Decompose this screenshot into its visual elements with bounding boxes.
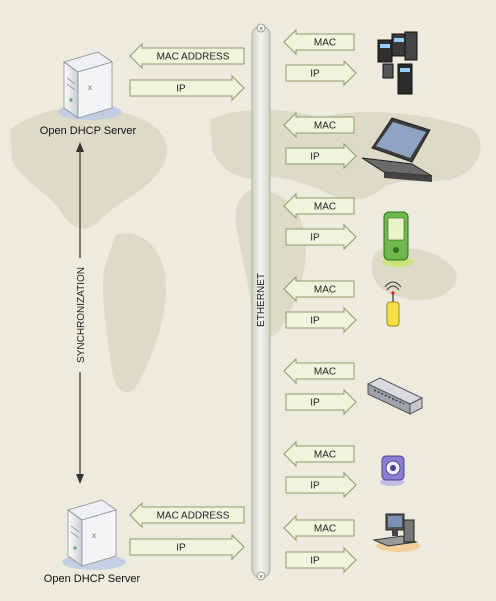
client-3-mac-arrow: MAC (283, 192, 355, 220)
server-rack-icon (377, 31, 418, 95)
svg-text:x: x (88, 83, 92, 92)
client-5-mac-arrow: MAC (283, 357, 355, 385)
dhcp-server-2-label: Open DHCP Server (44, 573, 141, 585)
dhcp-server-1-label: Open DHCP Server (40, 125, 137, 137)
ethernet-bus: × × ETHERNET (251, 23, 271, 581)
server-2-ip-arrow-label: IP (176, 543, 186, 554)
dhcp-server-1: x (58, 51, 122, 120)
client-7-ip-arrow: IP (285, 546, 357, 574)
client-4-mac-arrow-label: MAC (314, 285, 336, 296)
server-2-mac-arrow: MAC ADDRESS (129, 501, 245, 529)
wireless-access-point-icon (384, 281, 402, 327)
client-2-ip-arrow-label: IP (310, 152, 320, 163)
client-5-ip-arrow-label: IP (310, 398, 320, 409)
pda-icon (382, 211, 414, 267)
client-1-mac-arrow: MAC (283, 28, 355, 56)
client-1-ip-arrow-label: IP (310, 69, 320, 80)
server-2-ip-arrow: IP (129, 533, 245, 561)
desktop-pc-icon (372, 513, 420, 552)
client-6-ip-arrow-label: IP (310, 481, 320, 492)
client-2-ip-arrow: IP (285, 142, 357, 170)
client-6-mac-arrow: MAC (283, 440, 355, 468)
svg-text:x: x (92, 531, 96, 540)
client-7-ip-arrow-label: IP (310, 556, 320, 567)
client-7-mac-arrow-label: MAC (314, 524, 336, 535)
client-2-mac-arrow-label: MAC (314, 121, 336, 132)
network-switch-icon (366, 377, 424, 415)
svg-text:×: × (259, 574, 263, 581)
client-2-mac-arrow: MAC (283, 111, 355, 139)
dhcp-server-2: x (62, 499, 126, 570)
client-6-mac-arrow-label: MAC (314, 450, 336, 461)
client-1-mac-arrow-label: MAC (314, 38, 336, 49)
synchronization-label: SYNCHRONIZATION (76, 267, 87, 363)
client-4-mac-arrow: MAC (283, 275, 355, 303)
webcam-icon (380, 455, 405, 486)
client-7-mac-arrow: MAC (283, 514, 355, 542)
client-4-ip-arrow-label: IP (310, 316, 320, 327)
client-1-ip-arrow: IP (285, 59, 357, 87)
server-1-mac-arrow-label: MAC ADDRESS (157, 52, 230, 63)
laptop-icon (361, 117, 433, 182)
client-6-ip-arrow: IP (285, 471, 357, 499)
client-5-mac-arrow-label: MAC (314, 367, 336, 378)
ethernet-label: ETHERNET (256, 273, 267, 327)
client-3-ip-arrow-label: IP (310, 233, 320, 244)
server-1-ip-arrow: IP (129, 74, 245, 102)
client-3-ip-arrow: IP (285, 223, 357, 251)
server-2-mac-arrow-label: MAC ADDRESS (157, 511, 230, 522)
client-3-mac-arrow-label: MAC (314, 202, 336, 213)
client-4-ip-arrow: IP (285, 306, 357, 334)
server-1-ip-arrow-label: IP (176, 84, 186, 95)
synchronization-link: SYNCHRONIZATION (73, 142, 87, 484)
client-5-ip-arrow: IP (285, 388, 357, 416)
server-1-mac-arrow: MAC ADDRESS (129, 42, 245, 70)
svg-text:×: × (259, 26, 263, 33)
